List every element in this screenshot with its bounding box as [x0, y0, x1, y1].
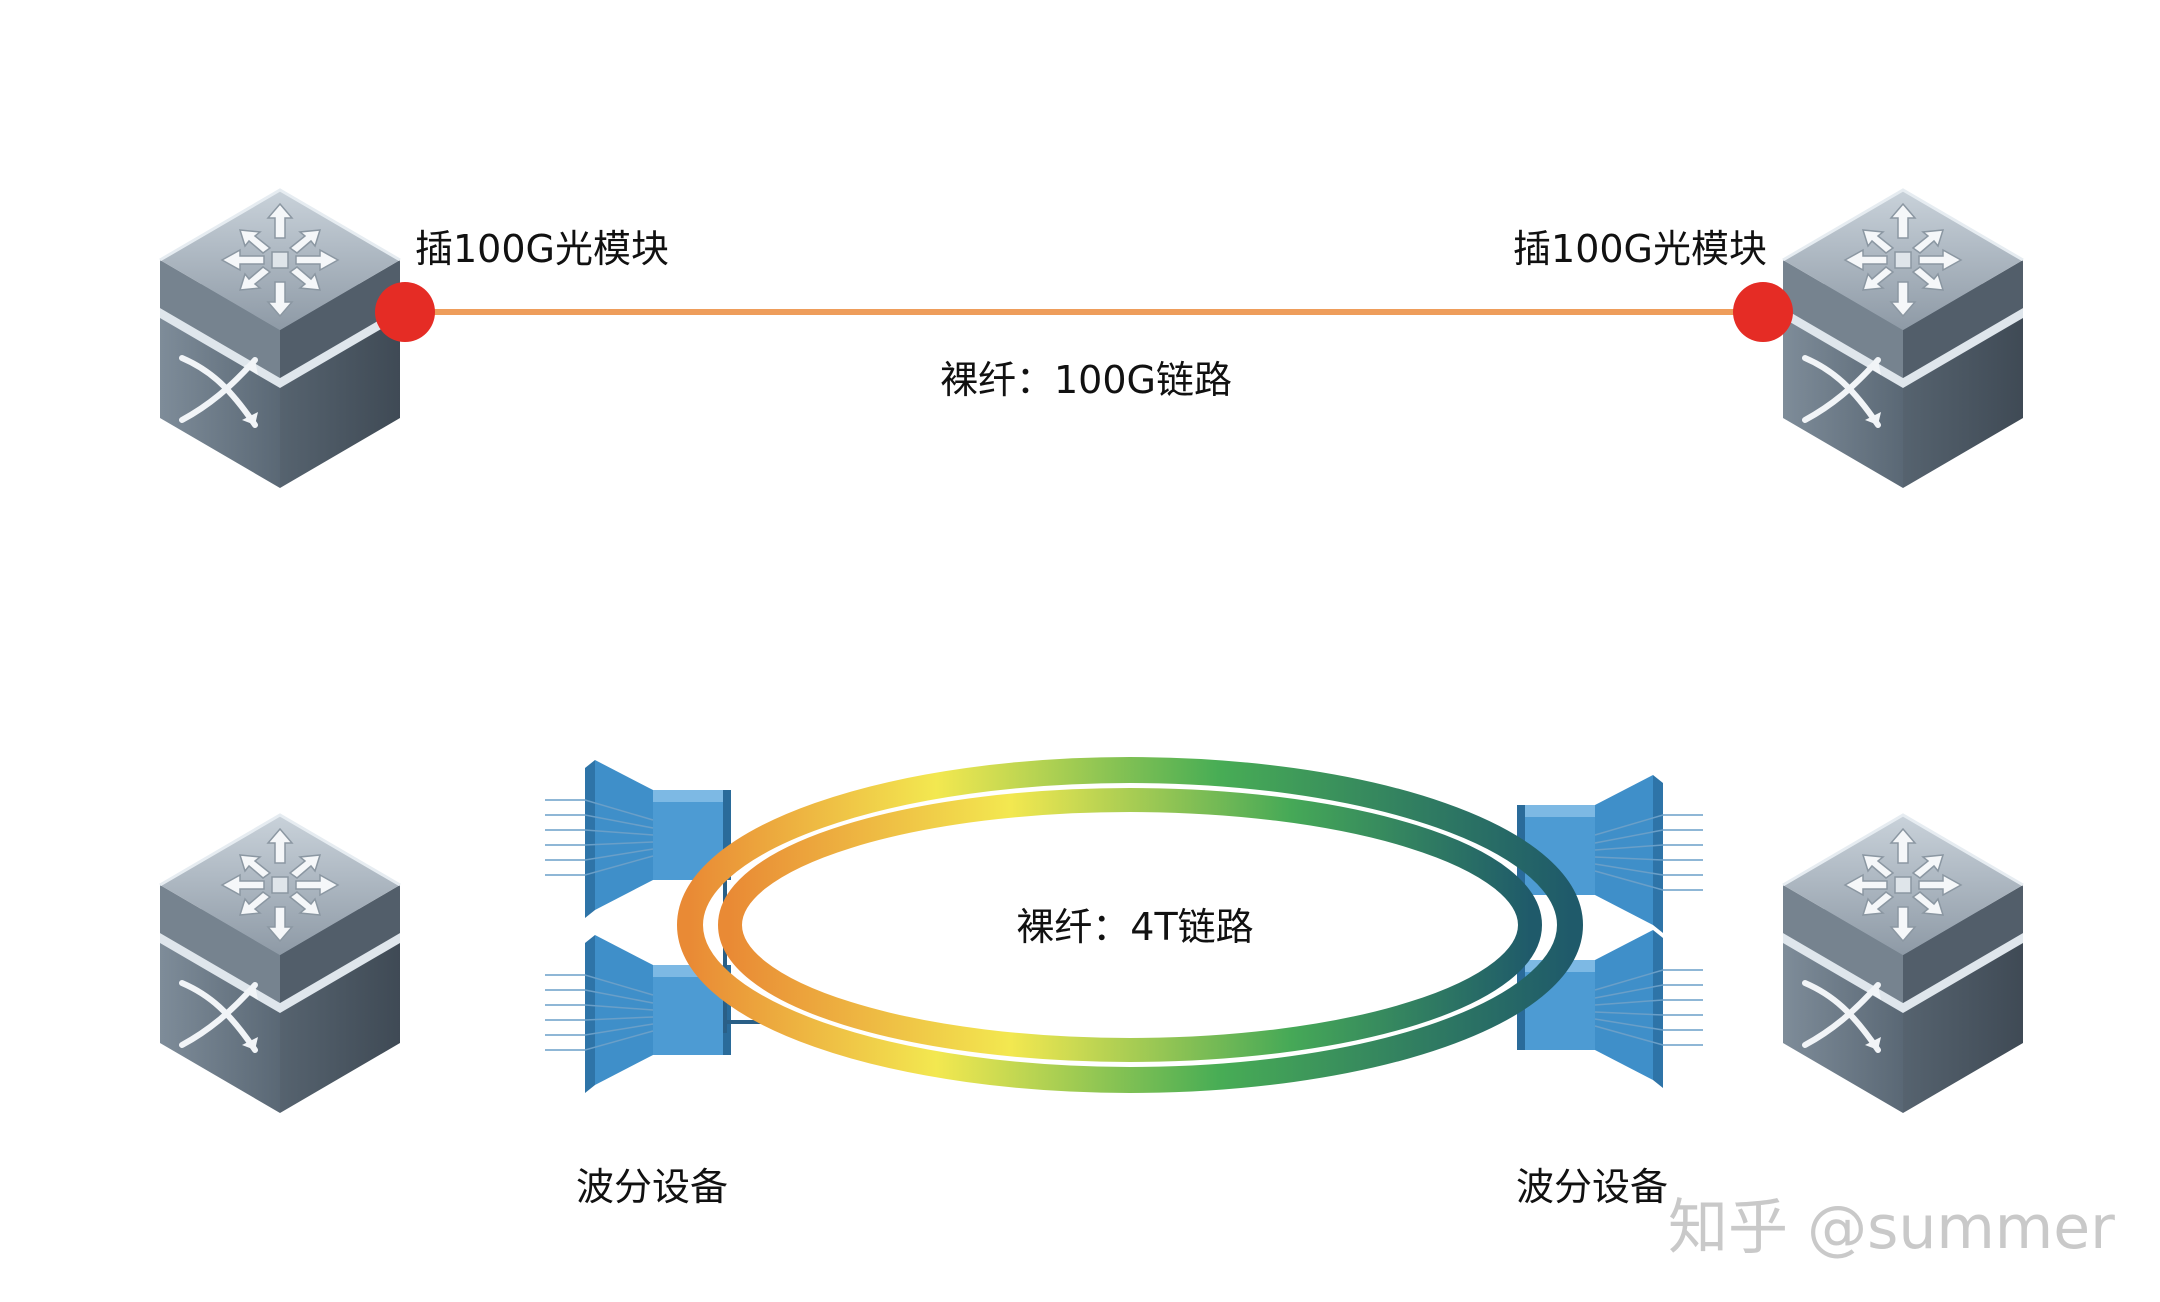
left-module-label: 插100G光模块: [415, 227, 669, 271]
top-link-label: 裸纤：100G链路: [940, 358, 1232, 402]
outer-fiber-ring: [677, 757, 1583, 1093]
bottom-link-label: 裸纤：4T链路: [1016, 905, 1253, 949]
left-wdm-label: 波分设备: [576, 1165, 728, 1209]
left-top-switch-icon: [160, 190, 400, 488]
inner-fiber-ring: [718, 788, 1542, 1062]
right-top-switch-icon: [1783, 190, 2023, 488]
bottom-link-section: 裸纤：4T链路 波分设备 波分设备: [160, 757, 2023, 1209]
watermark-text: 知乎 @summer: [1668, 1193, 2115, 1263]
right-bottom-switch-icon: [1783, 815, 2023, 1113]
left-port-dot: [375, 282, 435, 342]
right-port-dot: [1733, 282, 1793, 342]
right-module-label: 插100G光模块: [1513, 227, 1767, 271]
left-bottom-switch-icon: [160, 815, 400, 1113]
top-link-section: 插100G光模块 插100G光模块 裸纤：100G链路: [160, 190, 2023, 488]
right-wdm-device-icon: [1516, 774, 1704, 1089]
right-wdm-label: 波分设备: [1516, 1165, 1668, 1209]
